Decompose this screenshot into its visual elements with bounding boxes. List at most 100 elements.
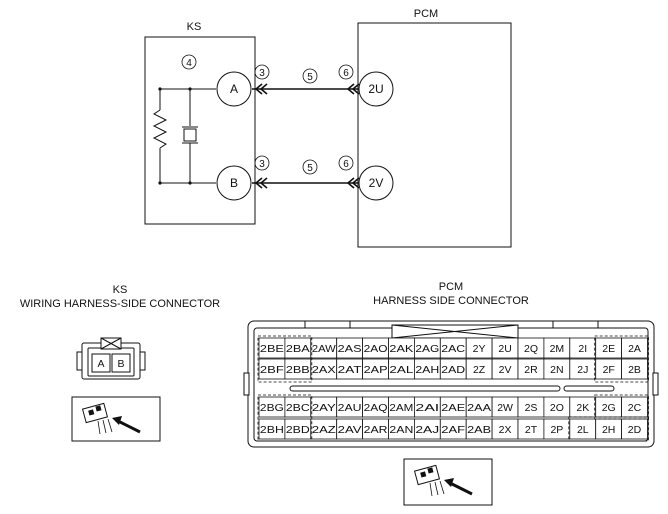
ks-terminal-a: [216, 71, 252, 107]
ks-box: [144, 36, 256, 225]
pcm-pin-label: 2A: [628, 343, 641, 355]
pcm-pin-label: 2BF: [260, 364, 284, 376]
pcm-pin-label: 2BB: [286, 364, 310, 376]
ks-connector-face: [76, 337, 146, 380]
pcm-pin-cell: [621, 358, 648, 380]
callout-5-bottom: [302, 159, 318, 175]
pcm-pin-label: 2J: [577, 364, 588, 376]
pcm-pin-label: 2AW: [312, 343, 336, 355]
ks-pin-a: A: [97, 358, 104, 370]
pcm-terminal-2v: [358, 165, 394, 201]
pcm-pin-label: 2AY: [312, 402, 336, 414]
pcm-pin-label: 2S: [525, 402, 538, 414]
ks-terminal-b: [216, 165, 252, 201]
pcm-pin-label: 2BA: [286, 343, 310, 355]
pcm-pin-label: 2AV: [338, 424, 362, 436]
pcm-pin-label: 2AD: [441, 364, 465, 376]
svg-text:2U: 2U: [368, 82, 383, 96]
wire-b: [252, 177, 360, 189]
pcm-pin-cell: [621, 337, 648, 359]
probe-icon: [71, 396, 161, 442]
pcm-pin-label: 2AR: [364, 424, 388, 436]
svg-text:4: 4: [186, 58, 192, 69]
pcm-pin-label: 2B: [628, 364, 641, 376]
pcm-box: [357, 22, 512, 248]
pcm-pin-label: 2N: [550, 364, 563, 376]
pcm-pin-label: 2BG: [260, 402, 284, 414]
pcm-pin-label: 2Y: [473, 343, 486, 355]
pcm-terminal-2u: [358, 71, 394, 107]
svg-text:3: 3: [259, 159, 265, 170]
pcm-pin-label: 2AO: [364, 343, 388, 355]
pcm-pin-label: 2AN: [389, 424, 413, 436]
pcm-pin-label: 2AU: [338, 402, 362, 414]
svg-text:5: 5: [307, 72, 313, 83]
pin-group-outline: [257, 335, 313, 383]
pcm-pin-label: 2W: [497, 402, 513, 414]
ks-connector-subtitle: WIRING HARNESS-SIDE CONNECTOR: [20, 298, 220, 310]
callout-4: [181, 54, 197, 70]
pcm-pin-label: 2R: [524, 364, 538, 376]
pcm-pin-label: 2AB: [467, 424, 491, 436]
svg-text:6: 6: [343, 68, 349, 79]
pin-group-outline: [594, 394, 649, 420]
pcm-pin-label: 2F: [603, 364, 615, 376]
pcm-pin-label: 2AQ: [364, 402, 388, 414]
pcm-pin-label: 2AX: [312, 364, 336, 376]
callout-3-bottom: [254, 155, 270, 171]
svg-text:B: B: [230, 176, 238, 190]
pcm-pin-label: 2AI: [415, 402, 439, 414]
pcm-pin-label: 2AS: [338, 343, 362, 355]
ks-label: KS: [187, 21, 202, 33]
pin-group-outline: [257, 394, 313, 442]
pcm-label: PCM: [414, 8, 438, 20]
probe-icon: [403, 458, 493, 506]
svg-text:5: 5: [307, 163, 313, 174]
pcm-pin-label: 2O: [550, 402, 564, 414]
pcm-pin-label: 2Z: [473, 364, 486, 376]
pcm-connector-subtitle: HARNESS SIDE CONNECTOR: [373, 295, 529, 307]
pcm-pin-label: 2AM: [389, 402, 413, 414]
pcm-pin-label: 2AF: [441, 424, 465, 436]
pcm-pin-label: 2AT: [338, 364, 363, 376]
pcm-pin-label: 2AH: [415, 364, 439, 376]
pcm-pin-label: 2BH: [260, 424, 284, 436]
svg-text:3: 3: [259, 68, 265, 79]
knock-sensor-element-icon: [152, 88, 216, 184]
pcm-pin-label: 2V: [499, 364, 512, 376]
pin-group-outline: [568, 416, 649, 442]
pcm-pin-label: 2AZ: [312, 424, 337, 436]
svg-text:2V: 2V: [369, 176, 384, 190]
pcm-pin-label: 2BE: [260, 343, 284, 355]
pcm-pin-label: 2BC: [286, 402, 310, 414]
pcm-pin-label: 2I: [578, 343, 587, 355]
pcm-pin-label: 2K: [576, 402, 589, 414]
ks-pin-b: B: [117, 358, 124, 370]
pcm-pin-label: 2L: [577, 424, 589, 436]
pcm-pin-label: 2X: [499, 424, 512, 436]
pcm-pin-label: 2G: [602, 402, 616, 414]
pcm-pin-label: 2BD: [286, 424, 310, 436]
svg-text:6: 6: [343, 159, 349, 170]
pcm-pin-label: 2AP: [364, 364, 388, 376]
pcm-pin-label: 2AC: [441, 343, 465, 355]
callout-3-top: [254, 64, 270, 80]
pcm-pin-label: 2P: [550, 424, 563, 436]
pcm-pin-label: 2U: [498, 343, 511, 355]
pcm-pin-label: 2AK: [389, 343, 413, 355]
pcm-pin-label: 2AL: [389, 364, 413, 376]
callout-5-top: [302, 68, 318, 84]
ks-connector-title: KS: [113, 284, 128, 296]
callout-6-top: [338, 64, 354, 80]
svg-text:A: A: [230, 82, 238, 96]
pcm-pin-label: 2AJ: [415, 424, 439, 436]
pcm-pin-label: 2D: [628, 424, 642, 436]
pcm-pin-label: 2T: [525, 424, 538, 436]
pin-group-outline: [594, 335, 649, 383]
pcm-pin-label: 2H: [602, 424, 615, 436]
pcm-pin-label: 2AE: [441, 402, 465, 414]
pcm-pin-label: 2C: [628, 402, 642, 414]
pcm-pin-label: 2E: [602, 343, 615, 355]
